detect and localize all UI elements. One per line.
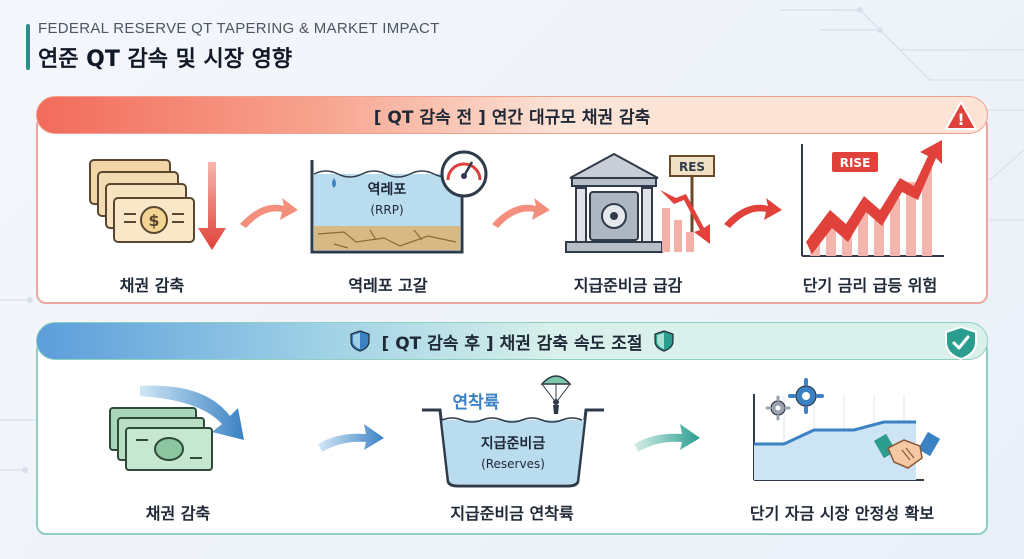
reserves-tank-sub: (Reserves) — [481, 457, 545, 471]
page-eyebrow: FEDERAL RESERVE QT TAPERING & MARKET IMP… — [38, 20, 440, 37]
flow-arrow-icon — [240, 198, 298, 228]
before-ribbon-title: [ QT 감속 전 ] 연간 대규모 채권 감축 — [373, 107, 651, 128]
header-accent-bar — [26, 24, 30, 70]
after-step-3-label: 단기 자금 시장 안정성 확보 — [749, 504, 935, 523]
soft-landing-tag: 연착륙 — [453, 393, 500, 413]
reserves-tank-icon: 연착륙 지급준비금 (Reserves) — [422, 375, 604, 488]
after-ribbon-title: [ QT 감속 후 ] 채권 감축 속도 조절 — [381, 333, 643, 354]
rrp-tank-sub: (RRP) — [370, 203, 403, 217]
before-ribbon: [ QT 감속 전 ] 연간 대규모 채권 감축 — [36, 96, 988, 134]
warning-mark: ! — [957, 110, 964, 129]
check-shield-icon — [945, 325, 977, 361]
warning-icon: ! — [945, 101, 977, 130]
before-step-1-label: 채권 감축 — [119, 276, 185, 295]
flow-arrow-icon — [634, 424, 700, 452]
reserves-tank-title: 지급준비금 — [481, 436, 546, 452]
after-step-1-label: 채권 감축 — [145, 504, 211, 523]
rising-chart-icon: RISE — [801, 140, 944, 257]
handshake-icon — [873, 431, 941, 469]
bank-vault-icon: RES — [565, 152, 715, 253]
cash-stack-icon: $ — [89, 159, 226, 250]
page-title: 연준 QT 감속 및 시장 영향 — [38, 47, 293, 72]
res-sign: RES — [679, 160, 705, 174]
rrp-tank-title: 역레포 — [368, 181, 407, 198]
before-step-3-label: 지급준비금 급감 — [573, 276, 683, 295]
before-step-4-label: 단기 금리 급등 위험 — [802, 276, 938, 295]
svg-text:$: $ — [148, 211, 159, 230]
green-cash-icon — [109, 385, 244, 471]
after-ribbon: [ QT 감속 후 ] 채권 감축 속도 조절 — [36, 322, 988, 360]
shield-icon — [349, 330, 370, 352]
rise-sign: RISE — [840, 156, 871, 170]
flow-arrow-icon — [492, 198, 550, 228]
flow-arrow-icon — [724, 198, 782, 228]
flow-arrow-icon — [318, 424, 384, 452]
shield-icon — [654, 330, 675, 352]
rrp-tank-icon: 역레포 (RRP) — [310, 150, 488, 254]
before-step-2-label: 역레포 고갈 — [348, 276, 428, 295]
stable-market-icon — [753, 378, 941, 481]
after-step-2-label: 지급준비금 연착륙 — [450, 504, 574, 523]
page-header: FEDERAL RESERVE QT TAPERING & MARKET IMP… — [26, 20, 440, 73]
